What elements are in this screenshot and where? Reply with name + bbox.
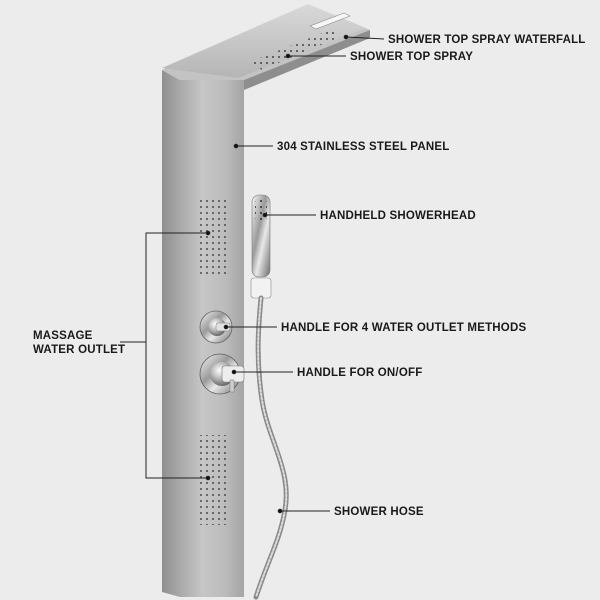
leader-dot-hose: [277, 508, 283, 514]
leader-dot-massage-upper: [205, 230, 211, 236]
leader-dot-diverter: [223, 324, 229, 330]
leader-dot-top-spray: [285, 53, 291, 59]
handheld-showerhead: [250, 194, 272, 299]
waterfall-slot: [309, 12, 351, 30]
massage-nozzles-lower: [200, 435, 230, 525]
leader-massage-bracket: [145, 232, 208, 479]
leader-waterfall: [345, 36, 385, 40]
label-shower-hose: SHOWER HOSE: [334, 506, 424, 518]
label-handheld-showerhead: HANDHELD SHOWERHEAD: [320, 210, 476, 222]
diverter-handle: [199, 310, 233, 344]
leader-dot-waterfall: [343, 34, 349, 40]
leader-dot-onoff: [231, 369, 237, 375]
massage-nozzles-upper: [198, 198, 228, 278]
on-off-handle: [199, 353, 245, 395]
top-spray-head-bottom: [244, 30, 370, 90]
leader-dot-handheld: [262, 212, 268, 218]
shower-hose-highlight: [255, 297, 288, 598]
panel-side-face: [162, 70, 180, 597]
leader-dot-panel: [233, 143, 239, 149]
label-massage-water-outlet: MASSAGE WATER OUTLET: [33, 329, 153, 357]
label-massage-line1: MASSAGE: [33, 330, 93, 342]
top-spray-head-top: [162, 4, 366, 78]
label-stainless-steel-panel: 304 STAINLESS STEEL PANEL: [277, 141, 450, 153]
label-shower-top-spray-waterfall: SHOWER TOP SPRAY WATERFALL: [388, 34, 586, 46]
leader-dot-massage-lower: [205, 475, 211, 481]
label-handle-4-methods: HANDLE FOR 4 WATER OUTLET METHODS: [281, 322, 527, 334]
label-massage-line2: WATER OUTLET: [33, 344, 126, 356]
label-shower-top-spray: SHOWER TOP SPRAY: [350, 51, 474, 63]
shower-hose: [253, 295, 289, 600]
label-handle-on-off: HANDLE FOR ON/OFF: [297, 367, 423, 379]
top-spray-nozzle-grid: [250, 30, 342, 70]
